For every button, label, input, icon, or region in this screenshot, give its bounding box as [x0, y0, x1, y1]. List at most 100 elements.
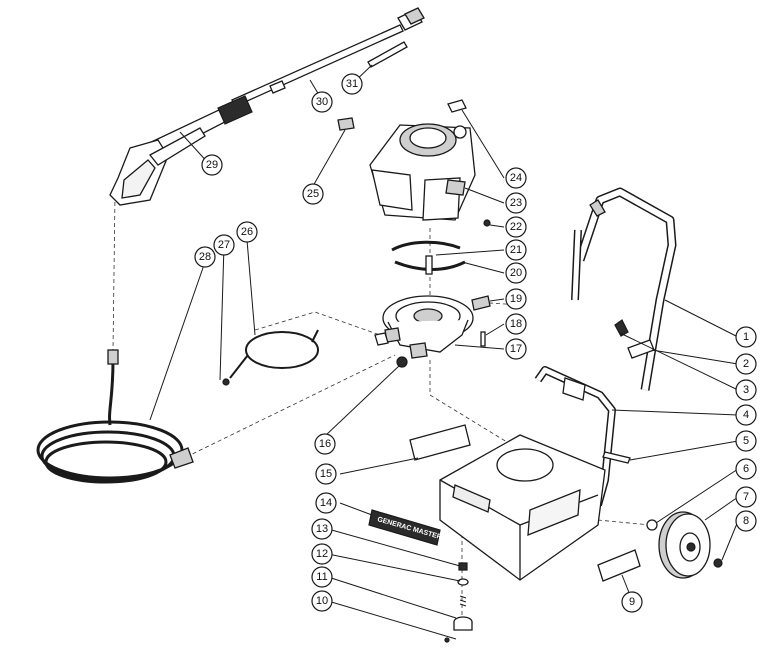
callout-30: 30 [311, 91, 333, 113]
callout-11: 11 [311, 566, 333, 588]
callout-circle [505, 288, 527, 310]
callout-circle [311, 91, 333, 113]
callout-bubbles: 1234567891011121314151617181920212223242… [194, 73, 757, 613]
callout-circle [311, 590, 333, 612]
callout-circle [735, 326, 757, 348]
callout-circle [735, 404, 757, 426]
callout-label: 10 [316, 595, 328, 607]
axle [602, 451, 631, 464]
callout-circle [735, 353, 757, 375]
engine [369, 123, 476, 221]
callout-26: 26 [236, 221, 258, 243]
callout-label: 26 [241, 226, 253, 238]
callout-4: 4 [735, 404, 757, 426]
callout-circle [213, 234, 235, 256]
callout-25: 25 [302, 183, 324, 205]
callout-14: 14 [315, 492, 337, 514]
foot-hardware [444, 562, 473, 643]
callout-label: 22 [510, 221, 522, 233]
callout-label: 3 [743, 384, 749, 396]
callout-17: 17 [505, 338, 527, 360]
callout-label: 4 [743, 409, 749, 421]
spray-wand [231, 7, 425, 107]
callout-circle [735, 510, 757, 532]
callout-circle [236, 221, 258, 243]
callout-18: 18 [505, 313, 527, 335]
leader-lines [149, 64, 739, 640]
pump-fittings [396, 295, 491, 368]
callout-label: 15 [320, 468, 332, 480]
callout-label: 9 [629, 596, 635, 608]
callout-23: 23 [505, 192, 527, 214]
callout-circle [311, 566, 333, 588]
callout-label: 28 [199, 251, 211, 263]
callout-label: 11 [316, 571, 327, 583]
callout-13: 13 [311, 518, 333, 540]
pump [374, 295, 474, 359]
detergent-hose [222, 329, 319, 386]
callout-19: 19 [505, 288, 527, 310]
callout-circle [505, 216, 527, 238]
decals-engine [337, 99, 467, 131]
callout-label: 6 [743, 463, 749, 475]
callout-2: 2 [735, 353, 757, 375]
callout-circle [315, 463, 337, 485]
callout-10: 10 [311, 590, 333, 612]
callout-7: 7 [735, 486, 757, 508]
spray-gun [109, 95, 253, 206]
wheel-assembly [646, 511, 723, 579]
callout-3: 3 [735, 379, 757, 401]
callout-circle [201, 154, 223, 176]
callout-label: 2 [743, 358, 749, 370]
callout-circle [302, 183, 324, 205]
callout-label: 14 [320, 497, 332, 509]
nozzle-tip [367, 41, 408, 68]
callout-circle [735, 430, 757, 452]
callout-circle [505, 239, 527, 261]
callout-9: 9 [621, 591, 643, 613]
callout-label: 13 [316, 523, 328, 535]
callout-label: 7 [743, 491, 749, 503]
callout-circle [194, 246, 216, 268]
callout-label: 23 [510, 197, 522, 209]
callout-label: 29 [206, 159, 218, 171]
callout-8: 8 [735, 510, 757, 532]
callout-label: 8 [743, 515, 749, 527]
callout-label: 30 [316, 96, 328, 108]
callout-label: 25 [307, 188, 319, 200]
engine-mount-parts [391, 219, 491, 275]
callout-circle [314, 433, 336, 455]
callout-27: 27 [213, 234, 235, 256]
callout-29: 29 [201, 154, 223, 176]
callout-circle [505, 192, 527, 214]
callout-circle [735, 379, 757, 401]
callout-28: 28 [194, 246, 216, 268]
callout-15: 15 [315, 463, 337, 485]
callout-31: 31 [341, 73, 363, 95]
callout-label: 21 [510, 244, 522, 256]
assembly-lines [112, 194, 651, 620]
callout-label: 18 [510, 318, 522, 330]
callout-circle [505, 313, 527, 335]
callout-24: 24 [505, 167, 527, 189]
callout-label: 12 [316, 548, 328, 560]
high-pressure-hose [36, 349, 194, 484]
callout-12: 12 [311, 543, 333, 565]
callout-circle [735, 458, 757, 480]
callout-5: 5 [735, 430, 757, 452]
callout-circle [311, 543, 333, 565]
callout-20: 20 [505, 262, 527, 284]
frame [439, 366, 616, 581]
callout-label: 5 [743, 435, 749, 447]
callout-label: 20 [510, 267, 522, 279]
handle [571, 187, 677, 391]
callout-circle [315, 492, 337, 514]
callout-circle [621, 591, 643, 613]
callout-label: 16 [319, 438, 331, 450]
callout-circle [311, 518, 333, 540]
callout-16: 16 [314, 433, 336, 455]
callout-22: 22 [505, 216, 527, 238]
callout-label: 27 [218, 239, 230, 251]
callout-circle [505, 167, 527, 189]
callout-label: 17 [510, 343, 522, 355]
